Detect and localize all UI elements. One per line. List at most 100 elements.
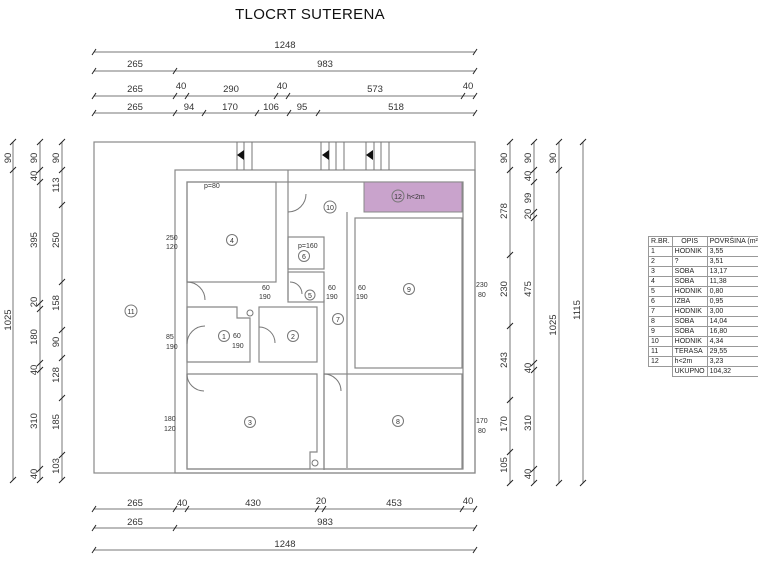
svg-text:120: 120 bbox=[164, 426, 176, 433]
dimension-tick bbox=[58, 354, 66, 362]
cell-number: 4 bbox=[648, 276, 673, 287]
svg-text:120: 120 bbox=[166, 244, 178, 251]
room-marker-5: 5 bbox=[304, 289, 316, 301]
room-marker-4: 4 bbox=[226, 234, 238, 246]
svg-text:90: 90 bbox=[51, 153, 62, 164]
svg-text:12: 12 bbox=[394, 194, 402, 201]
room-2 bbox=[258, 306, 318, 363]
svg-text:250: 250 bbox=[166, 235, 178, 242]
svg-text:1248: 1248 bbox=[274, 40, 295, 51]
svg-text:180: 180 bbox=[29, 329, 40, 345]
svg-text:3: 3 bbox=[248, 420, 252, 427]
dimension-tick bbox=[472, 48, 478, 56]
cell-area: 3,23 bbox=[706, 356, 758, 367]
room-marker-12: 12 h<2m bbox=[391, 189, 425, 203]
svg-text:9: 9 bbox=[407, 287, 411, 294]
dimension-tick bbox=[530, 479, 538, 487]
svg-text:20: 20 bbox=[523, 209, 534, 220]
svg-text:40: 40 bbox=[176, 81, 187, 92]
svg-text:190: 190 bbox=[326, 294, 338, 301]
svg-text:40: 40 bbox=[29, 365, 40, 376]
svg-text:103: 103 bbox=[51, 458, 62, 474]
svg-text:90: 90 bbox=[499, 153, 510, 164]
cell-area: 16,80 bbox=[706, 326, 758, 337]
dimension-tick bbox=[506, 322, 514, 330]
dimension-tick bbox=[530, 166, 538, 174]
cell-number: 3 bbox=[648, 266, 673, 277]
cell-number: 7 bbox=[648, 306, 673, 317]
dimension-lines-bottom: 265 40 430 20 453 40 265 983 1248 bbox=[94, 496, 475, 551]
dimension-tick bbox=[506, 396, 514, 404]
svg-text:40: 40 bbox=[463, 81, 474, 92]
room-marker-2: 2 bbox=[287, 330, 299, 342]
dimension-tick bbox=[58, 166, 66, 174]
cell-area: 11,38 bbox=[706, 276, 758, 287]
dimension-tick bbox=[506, 251, 514, 259]
svg-text:265: 265 bbox=[127, 102, 143, 113]
room-1 bbox=[186, 306, 251, 363]
svg-text:190: 190 bbox=[259, 294, 271, 301]
dimension-tick bbox=[9, 166, 17, 174]
cell-number: 9 bbox=[648, 326, 673, 337]
dimension-tick bbox=[91, 92, 97, 100]
svg-text:395: 395 bbox=[29, 232, 40, 248]
table-row: 2?3,51 bbox=[648, 256, 758, 267]
svg-text:90: 90 bbox=[3, 153, 14, 164]
svg-text:90: 90 bbox=[548, 153, 559, 164]
svg-text:4: 4 bbox=[230, 238, 234, 245]
dimension-tick bbox=[530, 138, 538, 146]
dimension-tick bbox=[321, 505, 327, 513]
cell-area: 3,51 bbox=[706, 256, 758, 267]
svg-text:430: 430 bbox=[245, 498, 261, 509]
svg-text:60: 60 bbox=[233, 333, 241, 340]
total-label: UKUPNO bbox=[671, 366, 708, 377]
room-8 bbox=[323, 373, 463, 470]
dimension-lines-right: 90 278 230 243 170 105 90 40 99 20 475 4… bbox=[499, 142, 584, 483]
svg-text:5: 5 bbox=[308, 293, 312, 300]
svg-text:573: 573 bbox=[367, 84, 383, 95]
svg-text:1025: 1025 bbox=[3, 309, 14, 330]
svg-text:h<2m: h<2m bbox=[407, 194, 425, 201]
svg-text:290: 290 bbox=[223, 84, 239, 95]
dimension-tick bbox=[555, 479, 563, 487]
room-4 bbox=[186, 181, 277, 283]
dimension-tick bbox=[58, 476, 66, 484]
dimension-tick bbox=[506, 166, 514, 174]
svg-text:p=80: p=80 bbox=[204, 183, 220, 190]
dimension-tick bbox=[36, 178, 44, 186]
svg-text:230: 230 bbox=[499, 281, 510, 297]
dimension-lines-top: 1248 265 983 265 40 290 40 573 40 265 94… bbox=[94, 40, 475, 114]
dimension-tick bbox=[172, 505, 178, 513]
dimension-tick bbox=[530, 366, 538, 374]
svg-text:7: 7 bbox=[336, 317, 340, 324]
dimension-tick bbox=[286, 109, 292, 117]
room-marker-6: 6 bbox=[298, 250, 310, 262]
svg-text:2: 2 bbox=[291, 334, 295, 341]
svg-text:185: 185 bbox=[51, 414, 62, 430]
cell-description: SOBA bbox=[671, 276, 708, 287]
cell-area: 0,80 bbox=[706, 286, 758, 297]
dimension-tick bbox=[315, 109, 321, 117]
stair-arrow-icon bbox=[322, 150, 329, 160]
dimension-tick bbox=[9, 476, 17, 484]
dimension-tick bbox=[506, 138, 514, 146]
room-marker-7: 7 bbox=[332, 313, 344, 325]
svg-text:278: 278 bbox=[499, 203, 510, 219]
cell-number: 2 bbox=[648, 256, 673, 267]
cell-description: HODNIK bbox=[671, 306, 708, 317]
svg-text:60: 60 bbox=[262, 285, 270, 292]
dimension-tick bbox=[579, 138, 587, 146]
svg-text:128: 128 bbox=[51, 367, 62, 383]
svg-text:1115: 1115 bbox=[572, 300, 583, 320]
dimension-tick bbox=[506, 448, 514, 456]
svg-text:190: 190 bbox=[356, 294, 368, 301]
cell-description: HODNIK bbox=[671, 336, 708, 347]
dimension-tick bbox=[36, 166, 44, 174]
svg-text:40: 40 bbox=[523, 363, 534, 374]
dimension-tick bbox=[472, 524, 478, 532]
